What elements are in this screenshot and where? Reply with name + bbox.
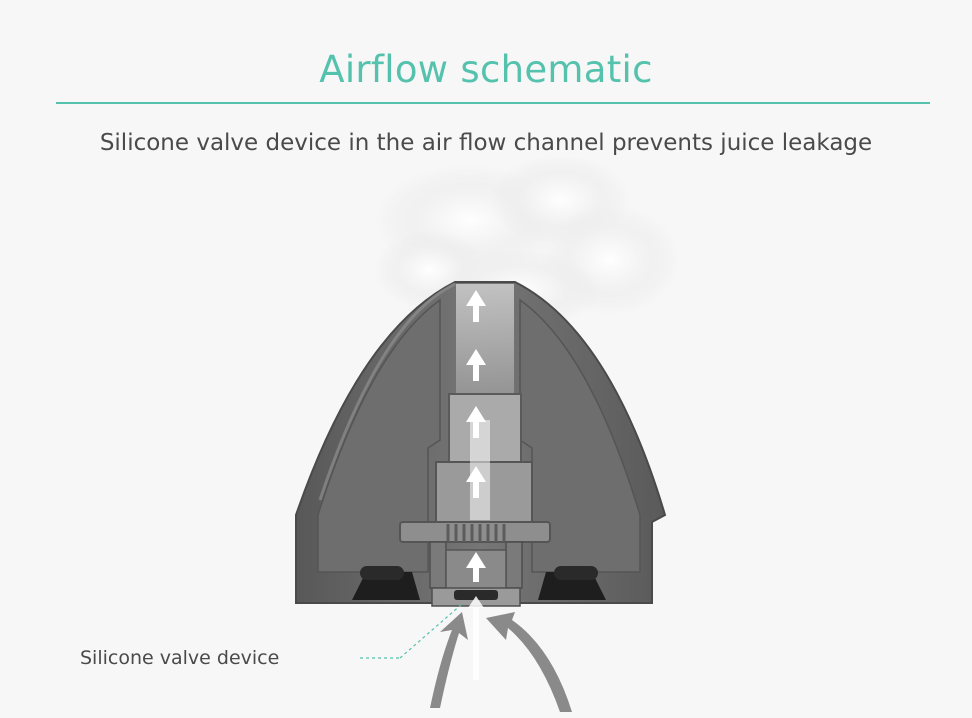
callout-silicone-valve: Silicone valve device: [80, 647, 280, 669]
gasket-right: [538, 566, 606, 600]
gasket-left: [352, 566, 420, 600]
page-subtitle: Silicone valve device in the air flow ch…: [99, 130, 873, 156]
intake-arrow-icon: [430, 612, 572, 712]
coil: [399, 521, 551, 591]
airflow-arrow-icon: [466, 290, 486, 680]
air-channel: [435, 284, 533, 523]
page-title: Airflow schematic: [319, 48, 653, 91]
callout-leader: [360, 603, 463, 659]
title-divider: [56, 102, 930, 104]
